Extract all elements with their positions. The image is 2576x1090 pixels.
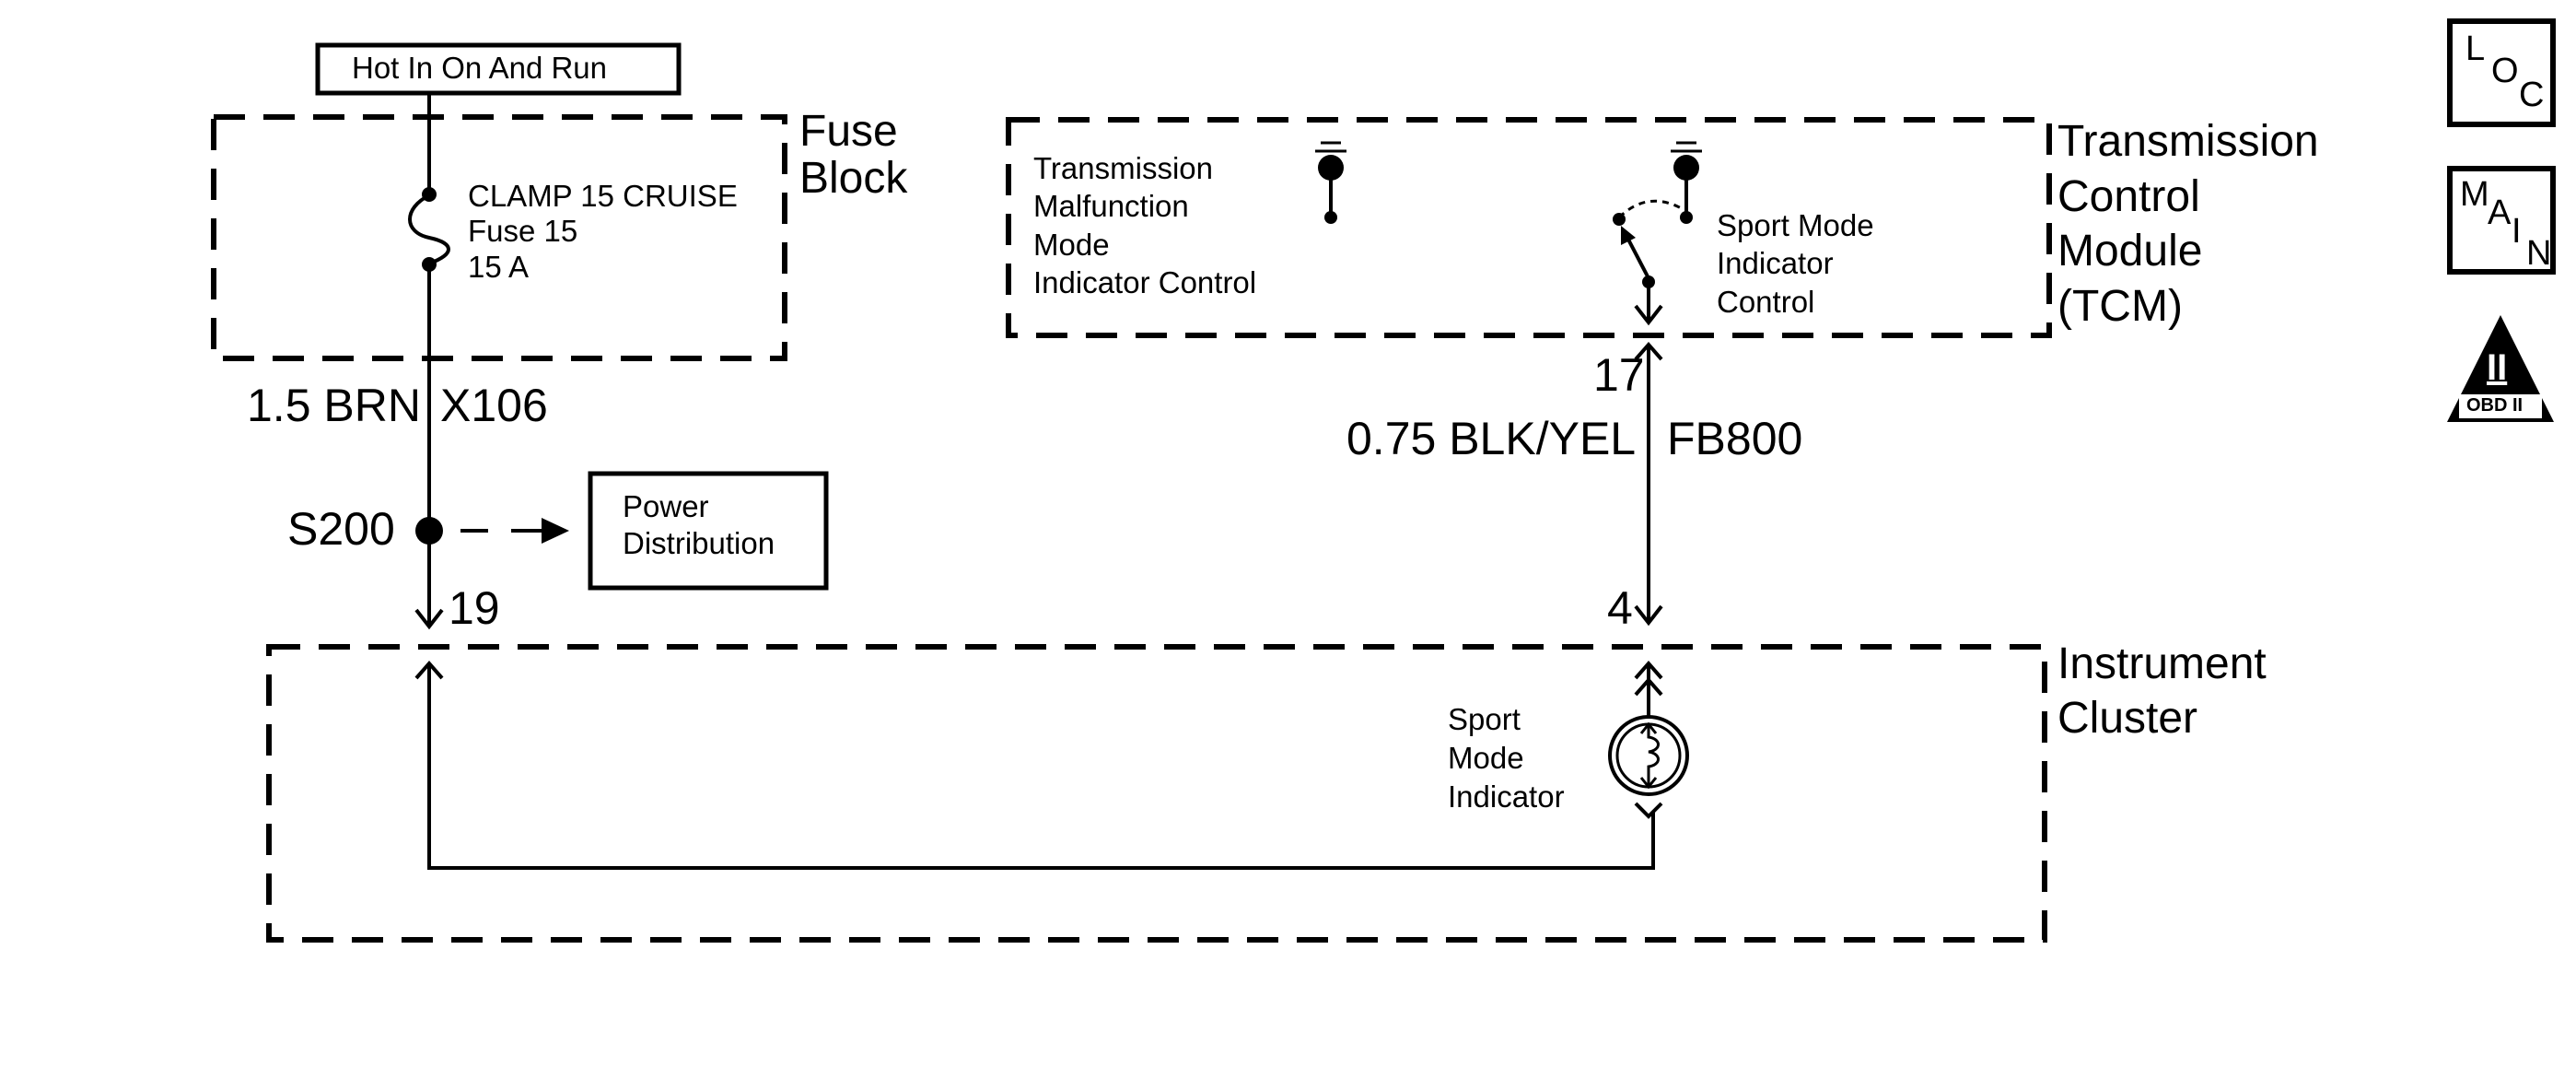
sport-mode-indicator-line2: Mode — [1448, 740, 1524, 775]
main-letter-a: A — [2488, 193, 2512, 232]
cluster-pin-4: 4 — [1607, 582, 1633, 634]
malfunction-control-line2: Malfunction — [1033, 189, 1189, 224]
obd-ii-text: OBD II — [2466, 395, 2524, 416]
sport-control-switch-arm — [1625, 235, 1650, 279]
main-nav-button[interactable]: M A I N — [2447, 166, 2556, 275]
sport-mode-indicator-line3: Indicator — [1448, 779, 1565, 814]
connector-17-arrow — [1634, 304, 1663, 326]
splice-id: S200 — [287, 503, 395, 555]
malfunction-control-line3: Mode — [1033, 227, 1110, 262]
wire-brn-gauge-color: 1.5 BRN — [247, 380, 421, 431]
power-distribution-arrowhead — [542, 518, 569, 544]
tcm-label-line3: Module — [2057, 227, 2203, 276]
main-letter-m: M — [2460, 175, 2489, 214]
loc-letter-c: C — [2519, 76, 2545, 114]
sport-control-terminal — [1680, 211, 1693, 224]
fuse-info: CLAMP 15 CRUISE Fuse 15 15 A — [468, 179, 738, 285]
connector-4-receptacle — [1634, 660, 1663, 680]
tcm-label-line2: Control — [2057, 171, 2200, 221]
connector-19-receptacle — [414, 660, 444, 680]
power-distribution-line1: Power — [623, 489, 709, 523]
connector-19-arrow — [414, 608, 444, 630]
obd-ii-label-bg — [2459, 394, 2542, 418]
fuse-15 — [408, 93, 450, 525]
sport-control-line2: Indicator — [1717, 246, 1834, 281]
power-distribution-box — [588, 471, 829, 591]
tcm-label: Transmission Control Module (TCM) — [2057, 114, 2319, 334]
wire-blk-gauge-color: 0.75 BLK/YEL — [1346, 413, 1637, 464]
power-distribution-line2: Distribution — [623, 525, 775, 560]
malfunction-control-line4: Indicator Control — [1033, 264, 1257, 299]
wire-blk-circuit: FB800 — [1667, 413, 1803, 464]
tcm-box — [1006, 117, 2052, 338]
fuse-number: Fuse 15 — [468, 214, 578, 249]
connector-4-arrow — [1634, 604, 1663, 627]
loc-letter-l: L — [2465, 29, 2486, 68]
wire-brn-circuit: X106 — [440, 380, 548, 431]
fuse-block-label-line2: Block — [799, 153, 908, 203]
tcm-label-line1: Transmission — [2057, 117, 2319, 166]
sport-mode-bulb-icon — [1608, 715, 1689, 796]
sport-control-line1: Sport Mode — [1717, 208, 1874, 242]
malfunction-control-line1: Transmission — [1033, 151, 1213, 185]
tcm-label-line4: (TCM) — [2057, 281, 2183, 331]
loc-letter-o: O — [2491, 52, 2519, 90]
location-nav-button[interactable]: L O C — [2447, 18, 2556, 127]
main-letter-i: I — [2512, 212, 2522, 251]
malfunction-control-ground-dot — [1318, 155, 1344, 181]
instrument-cluster-line2: Cluster — [2057, 693, 2198, 743]
sport-control-switch-contact — [1642, 275, 1655, 288]
fuse-name: CLAMP 15 CRUISE — [468, 179, 738, 213]
fuse-block-box — [211, 114, 787, 361]
tcm-pin-17: 17 — [1593, 349, 1645, 401]
obd-ii-symbol[interactable]: II — [2487, 347, 2508, 388]
sport-control-dashed-link — [1617, 199, 1685, 219]
fuse-block-label: Fuse Block — [799, 107, 908, 203]
power-source-label: Hot In On And Run — [352, 51, 608, 85]
malfunction-control-ground-icon — [1315, 141, 1346, 153]
main-letter-n: N — [2526, 234, 2552, 273]
malfunction-control-terminal — [1324, 211, 1337, 224]
power-distribution-label: Power Distribution — [623, 488, 775, 561]
fuse-terminal-bottom — [422, 257, 437, 272]
sport-control-ground-dot — [1673, 155, 1699, 181]
sport-control-label: Sport Mode Indicator Control — [1717, 206, 1874, 321]
sport-mode-indicator-label: Sport Mode Indicator — [1448, 700, 1565, 816]
cluster-internal-wire — [427, 665, 1655, 870]
fuse-terminal-top — [422, 187, 437, 202]
instrument-cluster-line1: Instrument — [2057, 639, 2267, 688]
connector-17-receptacle — [1634, 341, 1663, 361]
sport-control-ground-icon — [1671, 141, 1702, 153]
fuse-block-label-line1: Fuse — [799, 107, 898, 156]
cluster-pin-19: 19 — [449, 582, 500, 634]
fuse-rating: 15 A — [468, 249, 530, 284]
power-source-box — [315, 42, 682, 96]
sport-control-switch-arrow — [1621, 226, 1636, 245]
sport-control-line3: Control — [1717, 284, 1815, 319]
bulb-bottom-connector — [1634, 802, 1663, 819]
bulb-filament-arrow-top — [1639, 721, 1658, 734]
splice-s200-dot — [415, 517, 443, 545]
bulb-filament — [1647, 724, 1660, 787]
malfunction-control-label: Transmission Malfunction Mode Indicator … — [1033, 149, 1256, 301]
instrument-cluster-label: Instrument Cluster — [2057, 638, 2267, 745]
bulb-filament-arrow-bottom — [1639, 777, 1658, 790]
instrument-cluster-box — [266, 644, 2047, 943]
sport-mode-indicator-line1: Sport — [1448, 702, 1521, 736]
